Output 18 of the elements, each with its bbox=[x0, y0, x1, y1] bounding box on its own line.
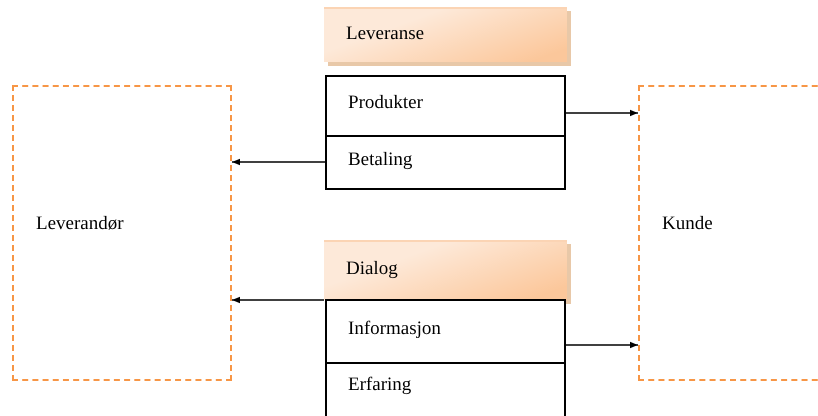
party-label: Leverandør bbox=[36, 213, 124, 235]
item-box bbox=[325, 75, 566, 137]
header-label: Leveranse bbox=[346, 22, 424, 44]
header-label: Dialog bbox=[346, 258, 398, 280]
item-label: Informasjon bbox=[348, 318, 441, 340]
arrow bbox=[566, 342, 638, 348]
item-label: Erfaring bbox=[348, 374, 412, 396]
arrow bbox=[232, 296, 324, 304]
party-label: Kunde bbox=[662, 213, 713, 235]
item-box bbox=[325, 299, 566, 364]
item-box bbox=[325, 135, 566, 190]
item-label: Produkter bbox=[348, 92, 423, 114]
arrow bbox=[566, 110, 638, 116]
item-box bbox=[325, 362, 566, 416]
dashed-box bbox=[12, 85, 232, 381]
dashed-box bbox=[638, 85, 818, 381]
item-label: Betaling bbox=[348, 148, 412, 170]
arrow bbox=[232, 158, 325, 166]
